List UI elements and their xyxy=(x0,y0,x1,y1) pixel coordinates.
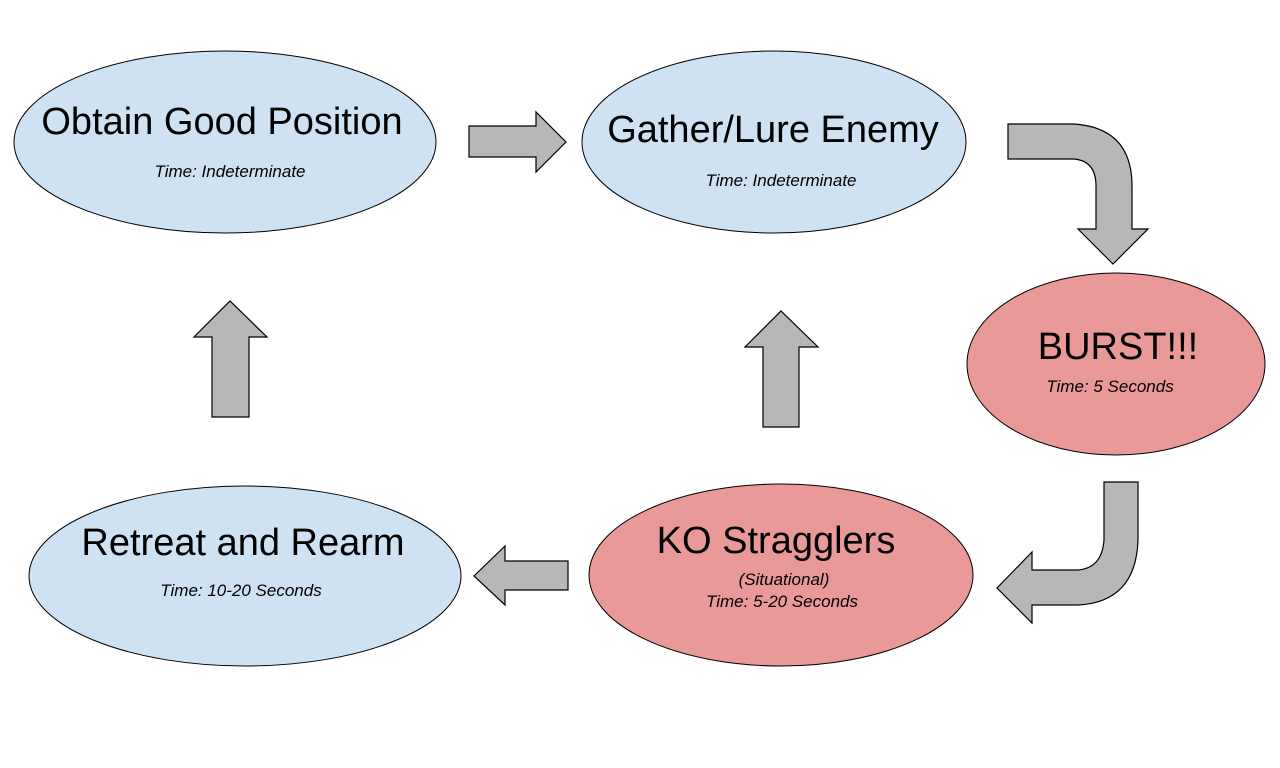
node-title: KO Stragglers xyxy=(657,520,896,562)
node-shape xyxy=(581,50,967,234)
node-shape xyxy=(588,483,974,667)
node-shape xyxy=(13,50,437,234)
arrow-bent-left-icon xyxy=(996,481,1139,625)
node-ko-stragglers[interactable]: KO Stragglers (Situational) Time: 5-20 S… xyxy=(588,483,974,667)
node-note: (Situational) xyxy=(739,570,830,589)
node-title: Gather/Lure Enemy xyxy=(607,109,939,151)
arrow-right-icon xyxy=(468,110,567,174)
node-obtain-good-position[interactable]: Obtain Good Position Time: Indeterminate xyxy=(13,50,437,234)
node-time: Time: Indeterminate xyxy=(705,171,856,190)
node-time: Time: 10-20 Seconds xyxy=(160,581,322,600)
node-retreat-and-rearm[interactable]: Retreat and Rearm Time: 10-20 Seconds xyxy=(28,485,462,667)
node-time: Time: 5-20 Seconds xyxy=(706,592,858,611)
arrow-bent-down-icon xyxy=(1007,123,1150,265)
node-shape xyxy=(28,485,462,667)
node-title: BURST!!! xyxy=(1038,326,1198,368)
arrow-left-icon xyxy=(473,544,569,607)
node-title: Obtain Good Position xyxy=(41,101,402,143)
node-shape xyxy=(966,272,1266,456)
node-gather-lure-enemy[interactable]: Gather/Lure Enemy Time: Indeterminate xyxy=(581,50,967,234)
node-title: Retreat and Rearm xyxy=(81,522,404,564)
node-burst[interactable]: BURST!!! Time: 5 Seconds xyxy=(966,272,1266,456)
node-time: Time: 5 Seconds xyxy=(1046,377,1174,396)
arrow-up-icon xyxy=(743,310,820,428)
arrow-up-icon xyxy=(192,300,269,418)
node-time: Time: Indeterminate xyxy=(154,162,305,181)
